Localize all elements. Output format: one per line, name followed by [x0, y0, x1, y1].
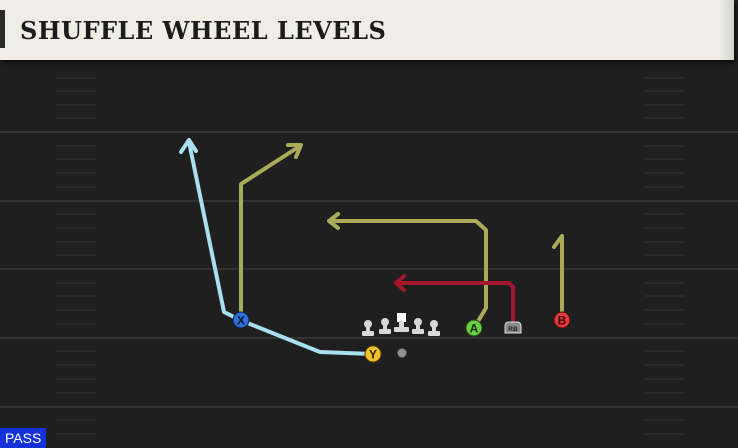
- field-background: [0, 60, 738, 448]
- player-b-label: B: [558, 314, 567, 328]
- yard-lines: [0, 131, 738, 408]
- hash-marks-left: [56, 77, 96, 435]
- player-x-label: X: [237, 314, 245, 328]
- lineman: [362, 320, 374, 336]
- header-shade: [720, 0, 734, 60]
- player-a-label: A: [470, 322, 479, 336]
- route-a-in: [327, 212, 488, 330]
- player-rb[interactable]: RB: [504, 321, 522, 334]
- play-type-badge: PASS: [0, 428, 47, 448]
- play-title: SHUFFLE WHEEL LEVELS: [20, 16, 387, 45]
- lineman: [412, 318, 424, 334]
- player-y-label: Y: [369, 348, 377, 362]
- player-y[interactable]: Y: [364, 345, 382, 363]
- route-x-corner: [239, 143, 303, 322]
- quarterback-marker: [397, 348, 407, 358]
- hash-marks-right: [645, 77, 685, 435]
- player-b[interactable]: B: [553, 311, 571, 329]
- player-rb-label: RB: [508, 326, 518, 333]
- lineman: [379, 318, 391, 334]
- header-accent-bar: [0, 10, 5, 48]
- player-a[interactable]: A: [465, 319, 483, 337]
- center: [394, 313, 409, 332]
- play-header: SHUFFLE WHEEL LEVELS: [0, 0, 734, 60]
- offensive-line: [362, 313, 440, 336]
- player-x[interactable]: X: [232, 311, 250, 329]
- route-b-stop: [552, 234, 564, 322]
- route-rb-in: [394, 274, 515, 329]
- lineman: [428, 320, 440, 336]
